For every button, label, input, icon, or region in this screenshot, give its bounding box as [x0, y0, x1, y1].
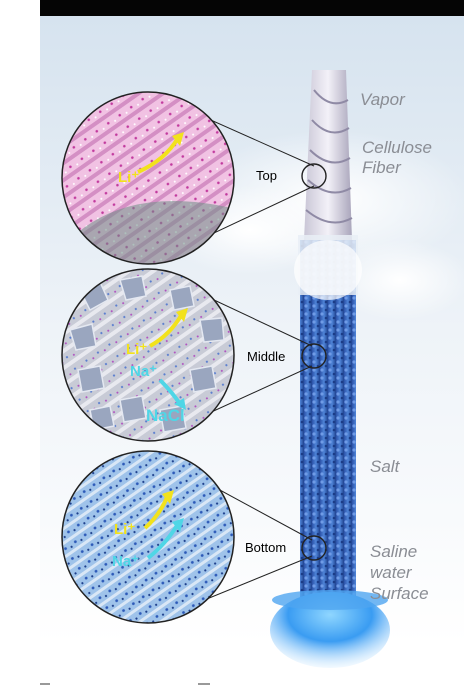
bottom-zoom-circle [61, 450, 235, 624]
saline-label-line3: Surface [370, 584, 429, 603]
vapor-cloud-3 [330, 240, 464, 320]
top-marker-circle [301, 163, 327, 189]
position-middle-label: Middle [247, 349, 286, 364]
salt-label: Salt [370, 457, 400, 476]
position-bottom-label: Bottom [245, 540, 287, 555]
bottom-na-label: Na⁺ [112, 553, 140, 570]
top-li-label: Li⁺ [118, 169, 140, 186]
water-surface [270, 592, 390, 668]
bottom-tick-mid [198, 683, 210, 685]
middle-nacl-label: NaCl [146, 406, 185, 425]
cellulose-label-line1: Cellulose [362, 138, 432, 157]
middle-marker-circle [301, 343, 327, 369]
cellulose-label-line2: Fiber [362, 158, 401, 177]
vapor-label: Vapor [360, 90, 405, 109]
water-top [272, 590, 388, 610]
bottom-tick-left [40, 683, 50, 685]
middle-na-label: Na⁺ [130, 363, 158, 380]
fiber-column [294, 70, 362, 620]
position-top-label: Top [256, 168, 277, 183]
top-black-bar [40, 0, 464, 16]
top-zoom-circle [61, 91, 235, 265]
middle-li-label: Li⁺ [126, 341, 148, 358]
saline-label-line1: Saline [370, 542, 418, 561]
bottom-marker-circle [301, 535, 327, 561]
saline-label-line2: water [370, 563, 412, 582]
middle-zoom-circle [61, 268, 235, 442]
bottom-li-label: Li⁺ [114, 521, 136, 538]
